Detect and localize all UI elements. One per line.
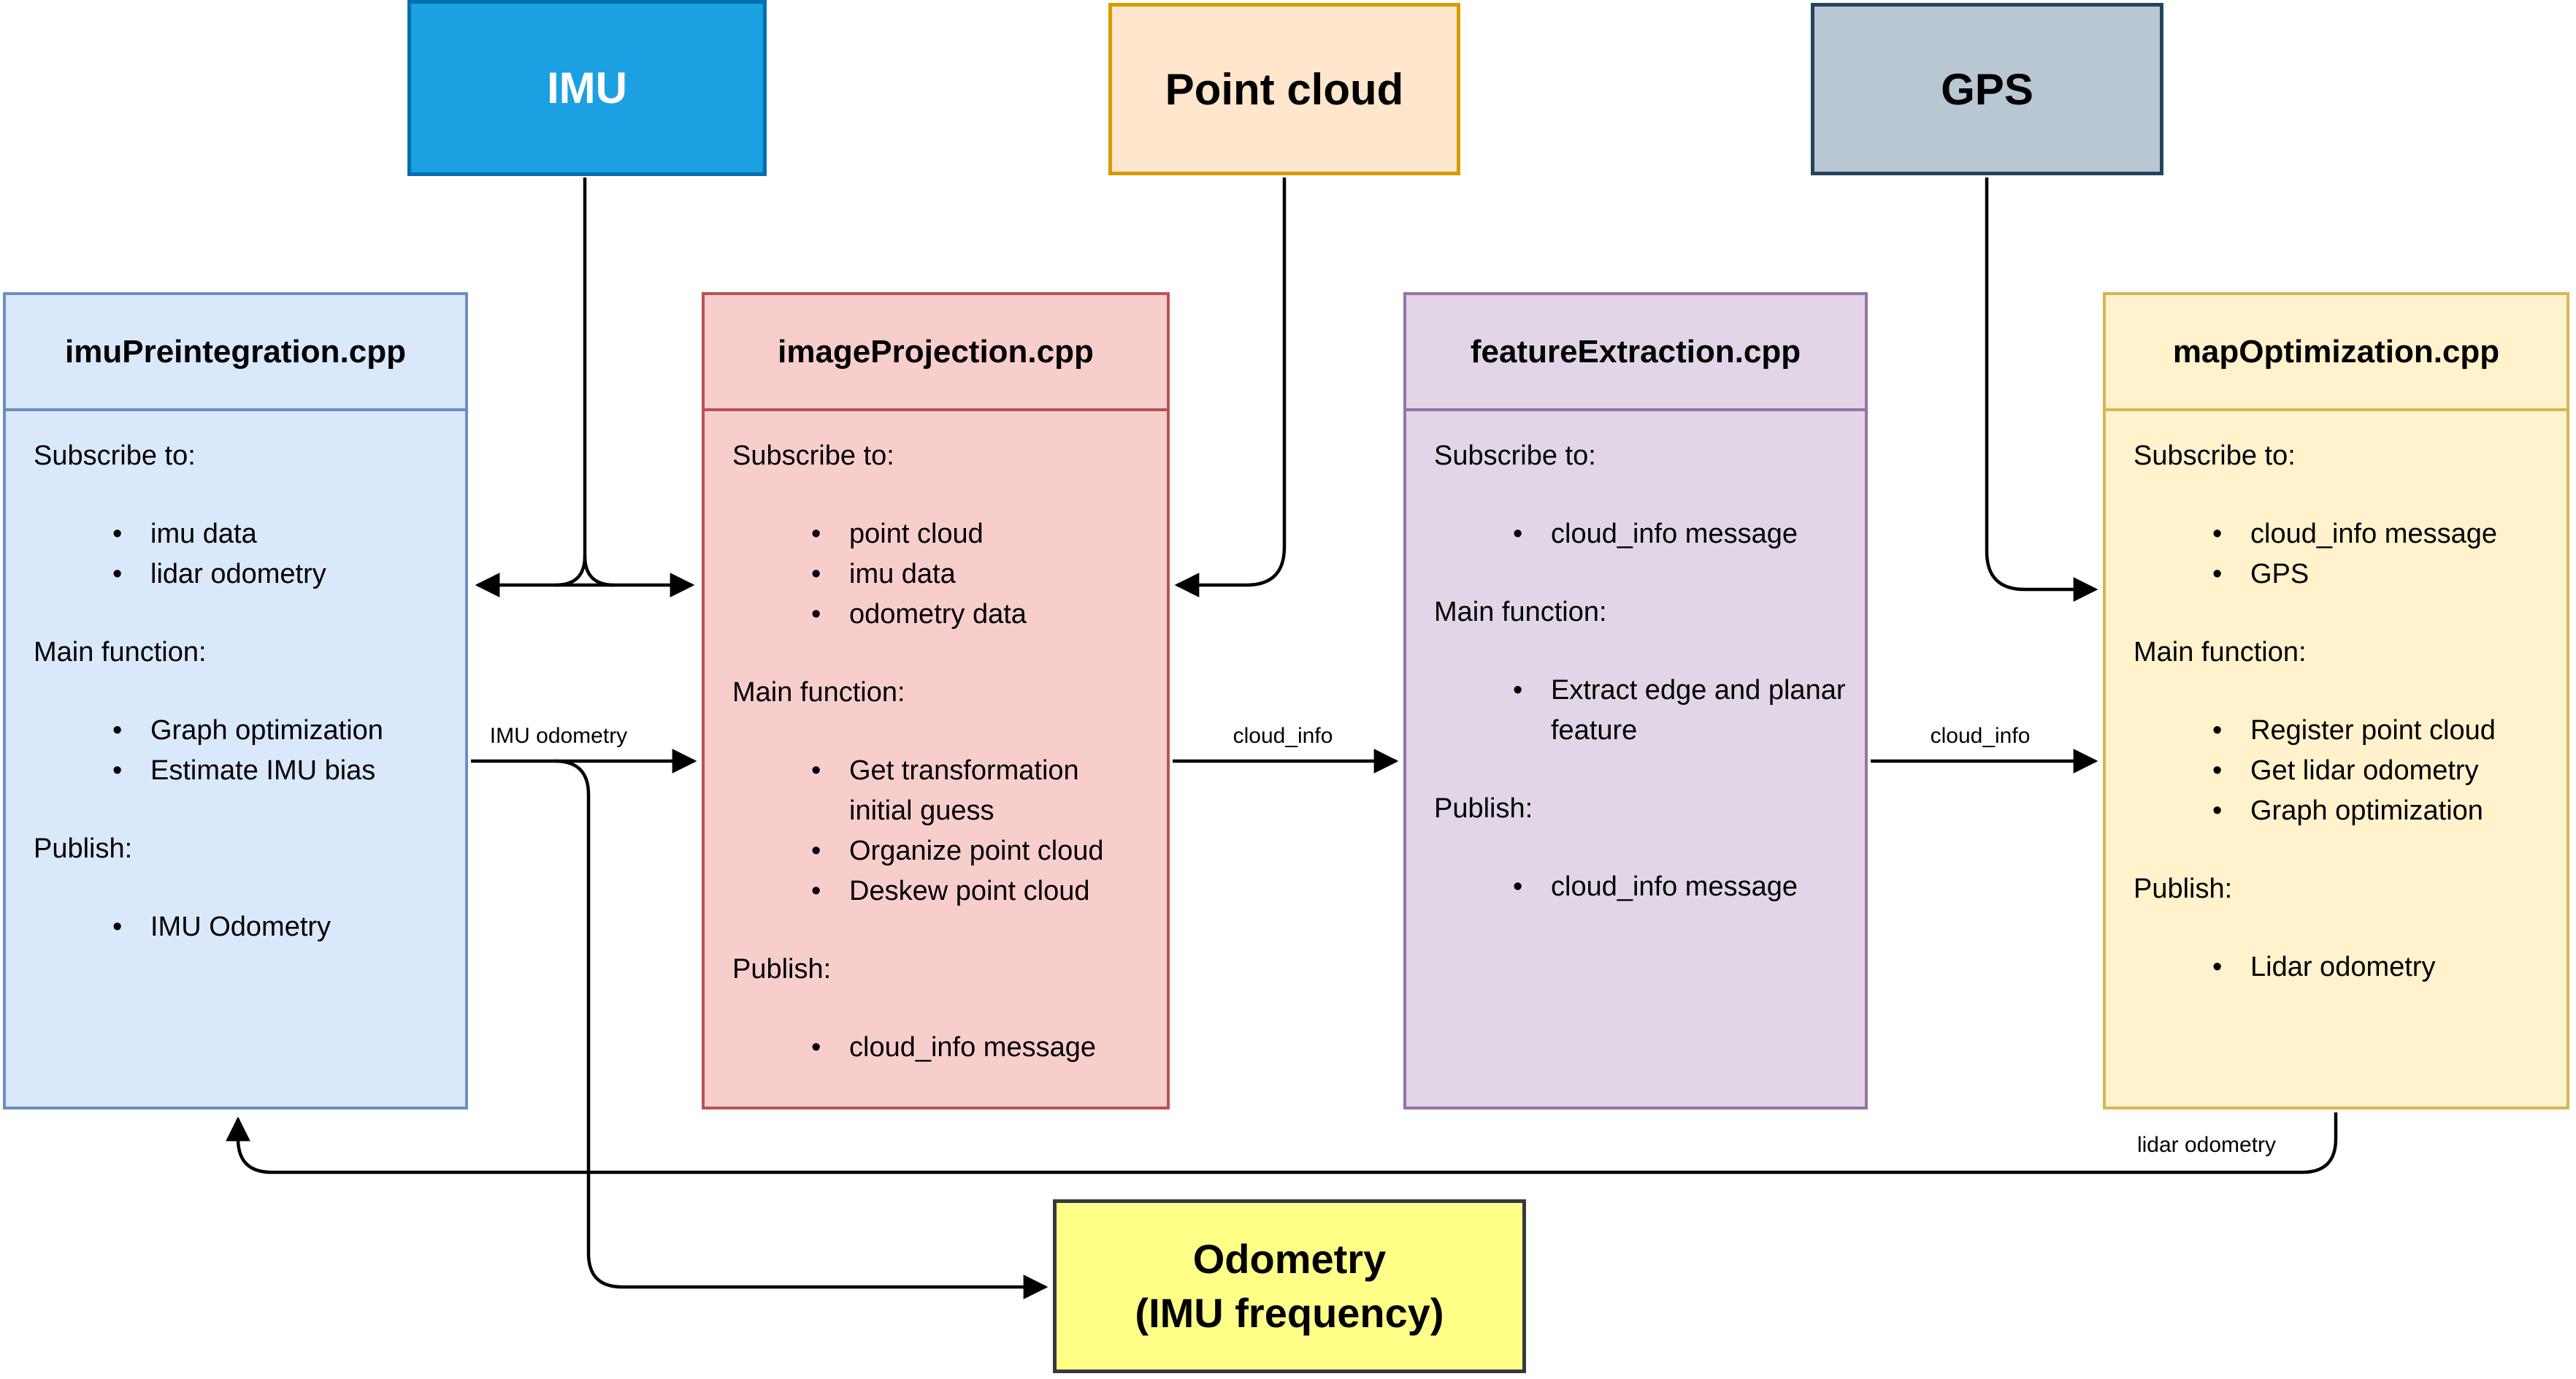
section-main-list: Register point cloud Get lidar odometry …	[2209, 711, 2549, 831]
section-publish-list: cloud_info message	[1510, 867, 1847, 907]
section-subscribe-label: Subscribe to:	[1434, 440, 1596, 471]
section-subscribe-label: Subscribe to:	[34, 440, 196, 471]
section-main-label: Main function:	[1434, 597, 1607, 627]
bullet-item: Graph optimization	[2209, 791, 2549, 831]
section-publish-label: Publish:	[732, 954, 832, 985]
bullet-item: cloud_info message	[1510, 867, 1847, 907]
module-featureextraction-title: featureExtraction.cpp	[1406, 295, 1865, 411]
edge-label-lidar-odometry: lidar odometry	[2136, 1133, 2277, 1157]
bullet-item: Graph optimization	[110, 711, 448, 751]
section-subscribe-label: Subscribe to:	[2134, 440, 2296, 471]
module-featureextraction: featureExtraction.cpp Subscribe to: clou…	[1403, 292, 1868, 1109]
bullet-item: Extract edge and planar feature	[1510, 671, 1847, 751]
section-main-list: Get transformation initial guess Organiz…	[808, 751, 1149, 912]
edge-label-cloud-info-2: cloud_info	[1930, 724, 2031, 748]
edge-gps-mapoptimization	[1985, 177, 2098, 602]
section-main-label: Main function:	[34, 637, 207, 668]
section-subscribe-list: point cloud imu data odometry data	[808, 514, 1149, 635]
source-box-point-cloud-label: Point cloud	[1165, 64, 1404, 114]
output-box-odometry-line1: Odometry	[1192, 1236, 1387, 1282]
bullet-item: point cloud	[808, 514, 1149, 554]
edge-imu-drop-fillet-right	[583, 555, 615, 587]
edge-label-imu-odometry: IMU odometry	[489, 724, 628, 748]
section-subscribe-label: Subscribe to:	[732, 440, 894, 471]
bullet-item: IMU Odometry	[110, 907, 448, 947]
module-mapoptimization-body: Subscribe to: cloud_info message GPS Mai…	[2106, 411, 2567, 988]
module-imageprojection: imageProjection.cpp Subscribe to: point …	[702, 292, 1170, 1109]
bullet-item: cloud_info message	[2209, 514, 2549, 554]
module-imageprojection-body: Subscribe to: point cloud imu data odome…	[705, 411, 1167, 1068]
output-box-odometry-line2: (IMU frequency)	[1135, 1290, 1444, 1336]
edge-lidar-odometry-feedback	[226, 1112, 2338, 1174]
bullet-item: Register point cloud	[2209, 711, 2549, 751]
bullet-item: GPS	[2209, 554, 2549, 595]
edge-imu-drop-fillet-left	[555, 555, 587, 587]
section-main-list: Extract edge and planar feature	[1510, 671, 1847, 751]
section-publish-label: Publish:	[34, 833, 133, 864]
bullet-item: Lidar odometry	[2209, 947, 2549, 988]
bullet-item: Deskew point cloud	[808, 871, 1149, 912]
module-featureextraction-body: Subscribe to: cloud_info message Main fu…	[1406, 411, 1865, 907]
module-title-text: imuPreintegration.cpp	[65, 333, 406, 370]
section-main-list: Graph optimization Estimate IMU bias	[110, 711, 448, 791]
bullet-item: Organize point cloud	[808, 831, 1149, 871]
bullet-item: odometry data	[808, 595, 1149, 635]
bullet-item: Get transformation initial guess	[808, 751, 1149, 831]
source-box-gps-label: GPS	[1941, 64, 2033, 114]
bullet-item: cloud_info message	[808, 1028, 1149, 1068]
section-subscribe-list: cloud_info message GPS	[2209, 514, 2549, 595]
section-main-label: Main function:	[732, 677, 905, 708]
output-box-odometry: Odometry (IMU frequency)	[1053, 1199, 1526, 1373]
source-box-point-cloud: Point cloud	[1108, 3, 1460, 175]
bullet-item: imu data	[110, 514, 448, 554]
source-box-gps: GPS	[1811, 3, 2163, 175]
section-publish-list: cloud_info message	[808, 1028, 1149, 1068]
bullet-item: lidar odometry	[110, 554, 448, 595]
module-mapoptimization: mapOptimization.cpp Subscribe to: cloud_…	[2103, 292, 2569, 1109]
bullet-item: Get lidar odometry	[2209, 751, 2549, 791]
source-box-imu-label: IMU	[547, 64, 627, 112]
section-subscribe-list: cloud_info message	[1510, 514, 1847, 554]
module-imupreintegration: imuPreintegration.cpp Subscribe to: imu …	[3, 292, 468, 1109]
bullet-item: Estimate IMU bias	[110, 751, 448, 791]
section-publish-list: IMU Odometry	[110, 907, 448, 947]
edge-pointcloud-imageprojection	[1174, 177, 1287, 597]
section-subscribe-list: imu data lidar odometry	[110, 514, 448, 595]
edge-label-cloud-info-1: cloud_info	[1233, 724, 1333, 748]
section-publish-label: Publish:	[2134, 874, 2233, 904]
module-mapoptimization-title: mapOptimization.cpp	[2106, 295, 2567, 411]
bullet-item: cloud_info message	[1510, 514, 1847, 554]
module-imupreintegration-title: imuPreintegration.cpp	[6, 295, 465, 411]
section-publish-label: Publish:	[1434, 793, 1533, 824]
section-main-label: Main function:	[2134, 637, 2307, 668]
module-title-text: featureExtraction.cpp	[1470, 333, 1801, 370]
module-imageprojection-title: imageProjection.cpp	[705, 295, 1167, 411]
module-imupreintegration-body: Subscribe to: imu data lidar odometry Ma…	[6, 411, 465, 947]
source-box-imu: IMU	[407, 0, 767, 176]
module-title-text: imageProjection.cpp	[778, 333, 1094, 370]
section-publish-list: Lidar odometry	[2209, 947, 2549, 988]
bullet-item: imu data	[808, 554, 1149, 595]
module-title-text: mapOptimization.cpp	[2172, 333, 2500, 370]
